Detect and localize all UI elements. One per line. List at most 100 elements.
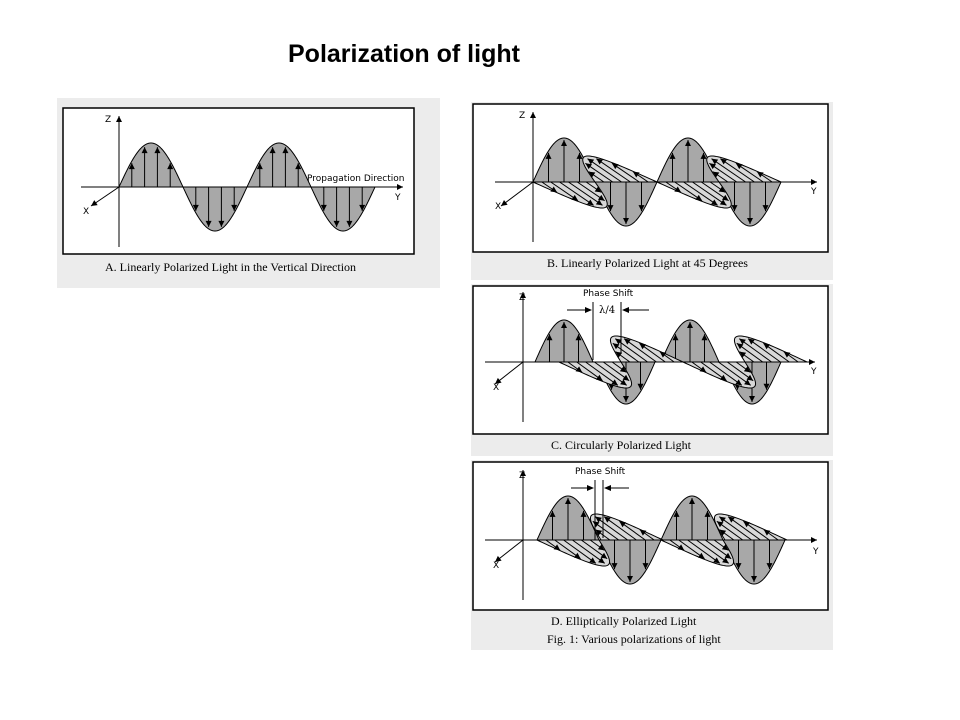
oblique-component-upper-vector-head (739, 338, 746, 345)
vertical-component-vector-head (687, 322, 693, 328)
phase-shift-left-arrowhead (587, 485, 594, 491)
oblique-component-lower-vector (559, 181, 594, 206)
oblique-component-upper-vector-head (735, 163, 743, 170)
vertical-component-vector-head (673, 510, 680, 517)
oblique-component-lower-vector-head (721, 194, 729, 201)
oblique-component-lower-vector-head (713, 557, 720, 564)
oblique-component-upper-vector-head (719, 529, 727, 536)
vertical-vector-head (256, 163, 263, 170)
oblique-component-upper-vector-head (604, 516, 611, 523)
oblique-component-lower-vector-head (587, 199, 594, 206)
oblique-component-upper-vector-head (716, 521, 724, 528)
oblique-component-lower-vector-head (746, 374, 754, 381)
oblique-component-lower-vector-head (735, 379, 742, 386)
vertical-component-vector-head (749, 396, 755, 402)
oblique-component-lower-vector-head (622, 374, 630, 381)
vertical-vector-head (320, 204, 327, 211)
vertical-component-vector-head (766, 563, 773, 570)
vertical-component-vector-head (607, 205, 614, 212)
oblique-component-upper-vector (738, 338, 772, 363)
vertical-lobe (246, 142, 312, 188)
oblique-component-lower-vector-head (724, 552, 732, 559)
oblique-component-upper-vector (720, 158, 755, 183)
vertical-component-vector-head (561, 322, 567, 328)
vertical-lobe (118, 142, 184, 188)
oblique-component-upper-vector-head (639, 529, 647, 536)
panel-b: Z X Y B. Linearly Polarized Light at 45 … (471, 102, 833, 280)
oblique-component-upper-vector-head (719, 516, 726, 523)
oblique-component-upper-vector-head (595, 516, 602, 523)
oblique-component-upper-vector-head (612, 343, 620, 350)
oblique-component-upper-vector-head (728, 516, 735, 523)
oblique-component-lower-vector-head (697, 552, 705, 559)
oblique-component-lower-vector (683, 181, 718, 206)
oblique-component-lower-vector (594, 361, 628, 386)
oblique-component-upper-vector-head (611, 163, 619, 170)
oblique-component-lower-vector-head (571, 194, 579, 201)
oblique-component-upper-vector-head (783, 351, 791, 358)
vertical-component-vector-head (623, 396, 629, 402)
propagation-direction-label: Propagation Direction (307, 174, 405, 184)
oblique-component-upper-vector (727, 516, 761, 541)
vertical-component-vector-head (565, 498, 571, 504)
oblique-component-upper-vector-head (720, 158, 727, 165)
vertical-vector-head (141, 147, 148, 154)
oblique-component-upper-vector-head (743, 521, 751, 528)
oblique-component-upper-vector-head (739, 351, 747, 358)
vertical-vector-head (192, 204, 199, 211)
vertical-component-vector-head (669, 152, 676, 159)
vertical-component-vector-head (627, 576, 633, 582)
oblique-component-lower-vector-head (620, 379, 627, 386)
oblique-component-lower-vector-head (597, 544, 605, 551)
vertical-component-vector-head (747, 218, 753, 224)
z-axis-head (116, 116, 122, 122)
vertical-component-vector-head (763, 383, 770, 390)
oblique-component-upper-vector (587, 158, 622, 183)
oblique-component-upper-vector-head (587, 158, 595, 165)
vertical-vector-head (359, 204, 366, 211)
y-axis-label: Y (812, 547, 819, 557)
panel-d-diagram: Z X Y Phase Shift (472, 461, 829, 611)
phase-shift-label: Phase Shift (583, 289, 634, 299)
oblique-component-lower-vector-head (719, 374, 727, 381)
panel-a: Z X Y Propagation Direction A. Linearly … (57, 98, 440, 288)
oblique-component-upper-vector (623, 338, 657, 363)
oblique-component-lower-vector-head (699, 366, 707, 373)
oblique-component-lower-vector-head (589, 557, 596, 564)
vertical-vector-head (154, 147, 161, 154)
panel-d-caption: D. Elliptically Polarized Light (551, 614, 697, 628)
oblique-component-upper-vector-head (756, 171, 764, 178)
oblique-component-lower-vector (585, 361, 619, 386)
oblique-component-upper-vector-head (639, 343, 647, 350)
vertical-vector-head (295, 163, 302, 170)
oblique-component-lower-vector-head (722, 557, 729, 564)
oblique-component-lower-vector-head (598, 557, 605, 564)
vertical-component-vector-head (549, 510, 556, 517)
oblique-component-upper-vector-head (619, 521, 627, 528)
y-axis-label: Y (810, 187, 817, 197)
vertical-component-vector-head (638, 205, 645, 212)
vertical-vector-head (167, 163, 174, 170)
x-axis-head (495, 555, 502, 562)
oblique-component-lower-vector (687, 539, 721, 564)
vertical-vector-head (231, 204, 238, 211)
vertical-vector-head (282, 147, 289, 154)
oblique-component-lower-vector-head (595, 374, 603, 381)
oblique-component-upper-vector-head (624, 338, 631, 345)
oblique-component-upper-vector-head (595, 529, 603, 536)
oblique-component-lower-vector-head (743, 366, 751, 373)
panel-c-caption: C. Circularly Polarized Light (551, 438, 691, 452)
vertical-component-vector-head (704, 510, 711, 517)
panel-a-diagram: Z X Y Propagation Direction (62, 107, 415, 255)
vertical-component-vector-head (672, 334, 679, 341)
vertical-component-vector-head (546, 334, 553, 341)
lambda-quarter-label: λ/4 (599, 305, 615, 316)
vertical-vector-head (333, 220, 340, 227)
vertical-component-vector-head (637, 383, 644, 390)
oblique-component-upper-vector-head (748, 338, 755, 345)
phase-shift-left-arrowhead (585, 307, 592, 313)
vertical-wave (81, 116, 403, 247)
x-axis-label: X (495, 202, 501, 212)
panel-c: Z X Y Phase Shift λ/4 C. Circularly Pola… (471, 284, 833, 456)
z-axis-label: Z (105, 115, 111, 125)
